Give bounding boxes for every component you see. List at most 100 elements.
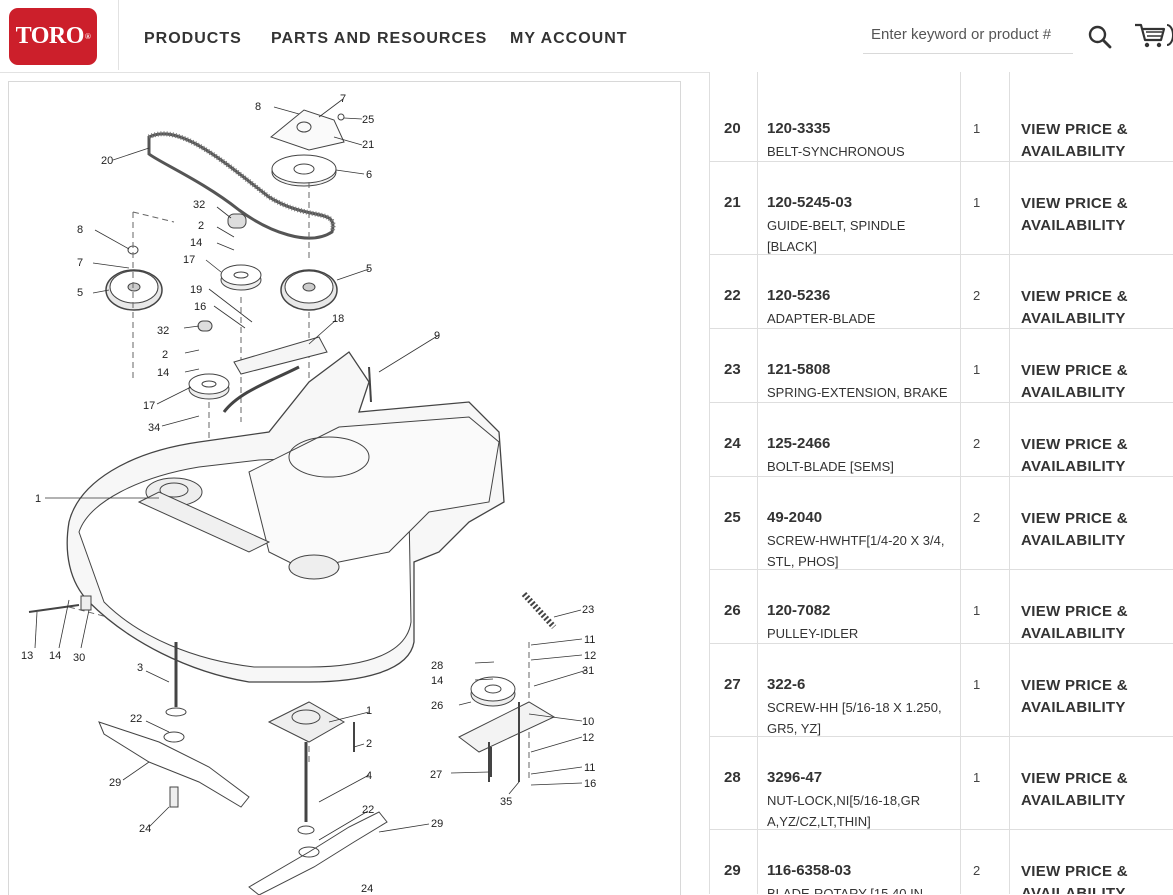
ref-number: 20 [724, 120, 741, 137]
svg-text:22: 22 [130, 713, 142, 725]
part-description: ADAPTER-BLADE [767, 311, 876, 326]
part-number[interactable]: 125-2466 [767, 435, 831, 452]
quantity: 2 [973, 436, 981, 451]
ref-number: 29 [724, 862, 741, 879]
svg-text:10: 10 [582, 716, 594, 728]
quantity: 1 [973, 603, 981, 618]
view-price-availability-link[interactable]: VIEW PRICE & AVAILABILITY [1021, 677, 1128, 716]
ref-cell: 21 [709, 162, 758, 254]
svg-text:20: 20 [101, 155, 113, 167]
svg-text:29: 29 [431, 818, 443, 830]
svg-text:34: 34 [148, 422, 160, 434]
action-cell: VIEW PRICE & AVAILABILITY [1010, 329, 1173, 402]
view-price-availability-link[interactable]: VIEW PRICE & AVAILABILITY [1021, 770, 1128, 809]
quantity: 2 [973, 863, 981, 878]
part-number[interactable]: 121-5808 [767, 361, 831, 378]
svg-text:4: 4 [366, 770, 372, 782]
action-cell: VIEW PRICE & AVAILABILITY [1010, 255, 1173, 328]
svg-text:23: 23 [582, 604, 594, 616]
part-description: BELT-SYNCHRONOUS [767, 144, 905, 159]
part-number[interactable]: 120-3335 [767, 120, 831, 137]
nav-parts-and-resources[interactable]: PARTS AND RESOURCES [271, 30, 488, 47]
qty-cell: 1 [961, 162, 1010, 254]
view-price-availability-link[interactable]: VIEW PRICE & AVAILABILITY [1021, 510, 1128, 549]
part-number[interactable]: 49-2040 [767, 509, 823, 526]
svg-text:24: 24 [139, 823, 151, 835]
svg-text:32: 32 [193, 199, 205, 211]
nav-products[interactable]: PRODUCTS [144, 30, 242, 47]
svg-text:31: 31 [582, 665, 594, 677]
quantity: 1 [973, 677, 981, 692]
action-cell: VIEW PRICE & AVAILABILITY [1010, 88, 1173, 161]
ref-number: 25 [724, 509, 741, 526]
part-description: BLADE-ROTARY [15.40 IN BLACK] [767, 886, 924, 894]
svg-text:14: 14 [49, 650, 61, 662]
view-price-availability-link[interactable]: VIEW PRICE & AVAILABILITY [1021, 362, 1128, 401]
ref-cell: 25 [709, 477, 758, 569]
view-price-availability-link[interactable]: VIEW PRICE & AVAILABILITY [1021, 863, 1128, 894]
nav-my-account[interactable]: MY ACCOUNT [510, 30, 628, 47]
part-description: SCREW-HWHTF[1/4-20 X 3/4, STL, PHOS] [767, 533, 945, 569]
qty-cell: 2 [961, 477, 1010, 569]
action-cell: VIEW PRICE & AVAILABILITY [1010, 737, 1173, 829]
ref-number: 23 [724, 361, 741, 378]
part-number[interactable]: 116-6358-03 [767, 862, 852, 879]
part-number[interactable]: 3296-47 [767, 769, 823, 786]
svg-text:17: 17 [143, 400, 155, 412]
svg-text:14: 14 [190, 237, 202, 249]
svg-text:21: 21 [362, 139, 374, 151]
part-number[interactable]: 120-7082 [767, 602, 831, 619]
svg-text:22: 22 [362, 804, 374, 816]
svg-text:12: 12 [584, 650, 596, 662]
svg-text:26: 26 [431, 700, 443, 712]
qty-cell: 1 [961, 737, 1010, 829]
view-price-availability-link[interactable]: VIEW PRICE & AVAILABILITY [1021, 121, 1128, 160]
parts-diagram-drawing: 20 8 7 25 21 6 8 7 5 32 2 14 17 5 19 16 … [21, 93, 596, 895]
part-number[interactable]: 120-5245-03 [767, 194, 853, 211]
cart-icon[interactable] [1133, 21, 1173, 51]
ref-cell: 23 [709, 329, 758, 402]
svg-text:13: 13 [21, 650, 33, 662]
ref-cell: 24 [709, 403, 758, 476]
svg-text:19: 19 [190, 284, 202, 296]
view-price-availability-link[interactable]: VIEW PRICE & AVAILABILITY [1021, 603, 1128, 642]
svg-text:2: 2 [366, 738, 372, 750]
svg-text:24: 24 [361, 883, 373, 895]
quantity: 2 [973, 510, 981, 525]
view-price-availability-link[interactable]: VIEW PRICE & AVAILABILITY [1021, 436, 1128, 475]
quantity: 1 [973, 770, 981, 785]
search-input[interactable] [863, 18, 1076, 50]
toro-logo[interactable]: TORO® [9, 8, 97, 65]
svg-text:8: 8 [255, 101, 261, 113]
part-number[interactable]: 120-5236 [767, 287, 831, 304]
svg-text:28: 28 [431, 660, 443, 672]
ref-number: 28 [724, 769, 741, 786]
qty-cell: 2 [961, 255, 1010, 328]
search-box [863, 18, 1076, 54]
quantity: 1 [973, 121, 981, 136]
action-cell: VIEW PRICE & AVAILABILITY [1010, 403, 1173, 476]
view-price-availability-link[interactable]: VIEW PRICE & AVAILABILITY [1021, 288, 1128, 327]
action-cell: VIEW PRICE & AVAILABILITY [1010, 162, 1173, 254]
parts-diagram: 20 8 7 25 21 6 8 7 5 32 2 14 17 5 19 16 … [8, 81, 681, 895]
part-number[interactable]: 322-6 [767, 676, 806, 693]
search-icon[interactable] [1087, 24, 1113, 50]
action-cell: VIEW PRICE & AVAILABILITY [1010, 644, 1173, 736]
svg-text:16: 16 [584, 778, 596, 790]
qty-cell: 2 [961, 403, 1010, 476]
view-price-availability-link[interactable]: VIEW PRICE & AVAILABILITY [1021, 195, 1128, 234]
svg-text:11: 11 [584, 634, 595, 646]
